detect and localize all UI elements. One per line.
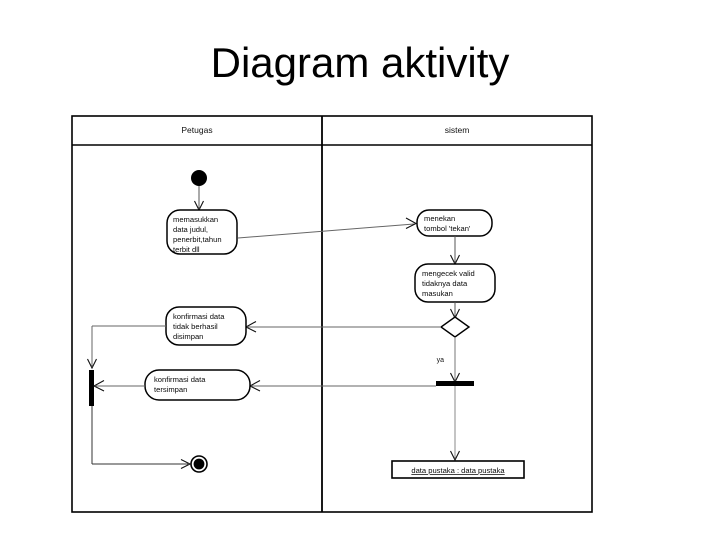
activity-masukkan-data-line-2: data judul, — [173, 225, 208, 234]
activity-konfirmasi-tersimpan-line-1: konfirmasi data — [154, 375, 206, 384]
activity-mengecek-valid-line-2: tidaknya data — [422, 279, 468, 288]
merge-bar-horizontal — [436, 381, 474, 386]
activity-menekan-tombol-line-1: menekan — [424, 214, 455, 223]
page-title: Diagram aktivity — [210, 39, 510, 86]
activity-masukkan-data-line-4: terbit dll — [173, 245, 200, 254]
initial-node — [191, 170, 207, 186]
activity-menekan-tombol: menekan tombol 'tekan' — [416, 209, 493, 237]
flow-sync-to-final — [91, 406, 192, 469]
swimlane-frame — [71, 115, 593, 513]
activity-masukkan-data-line-1: memasukkan — [173, 215, 218, 224]
activity-konfirmasi-gagal-line-2: tidak berhasil — [173, 322, 218, 331]
final-node — [190, 455, 208, 473]
activity-mengecek-valid: mengecek valid tidaknya data masukan — [414, 263, 496, 303]
activity-diagram-canvas: Petugas sistem memasukkan data judul, pe… — [70, 114, 594, 514]
activity-mengecek-valid-line-1: mengecek valid — [422, 269, 475, 278]
activity-masukkan-data: memasukkan data judul, penerbit,tahun te… — [166, 209, 238, 255]
activity-konfirmasi-tersimpan: konfirmasi data tersimpan — [144, 369, 251, 401]
activity-konfirmasi-gagal-line-3: disimpan — [173, 332, 203, 341]
swimlane-header-petugas: Petugas — [181, 125, 212, 135]
flow-gagal-to-sync — [87, 325, 166, 370]
activity-konfirmasi-gagal: konfirmasi data tidak berhasil disimpan — [165, 306, 247, 346]
data-object-label: data pustaka : data pustaka — [411, 466, 505, 475]
guard-label-ya: ya — [437, 357, 445, 364]
flow-merge-to-data-object — [450, 386, 460, 462]
activity-mengecek-valid-line-3: masukan — [422, 289, 453, 298]
activity-masukkan-data-line-3: penerbit,tahun — [173, 235, 222, 244]
activity-konfirmasi-gagal-line-1: konfirmasi data — [173, 312, 225, 321]
sync-bar-vertical — [89, 370, 94, 406]
activity-konfirmasi-tersimpan-line-2: tersimpan — [154, 385, 187, 394]
data-object-pustaka: data pustaka : data pustaka — [391, 460, 525, 479]
activity-menekan-tombol-line-2: tombol 'tekan' — [424, 224, 471, 233]
flow-tersimpan-to-sync — [92, 380, 145, 392]
swimlane-header-sistem: sistem — [445, 125, 470, 135]
flow-input-to-tekan — [237, 217, 418, 239]
